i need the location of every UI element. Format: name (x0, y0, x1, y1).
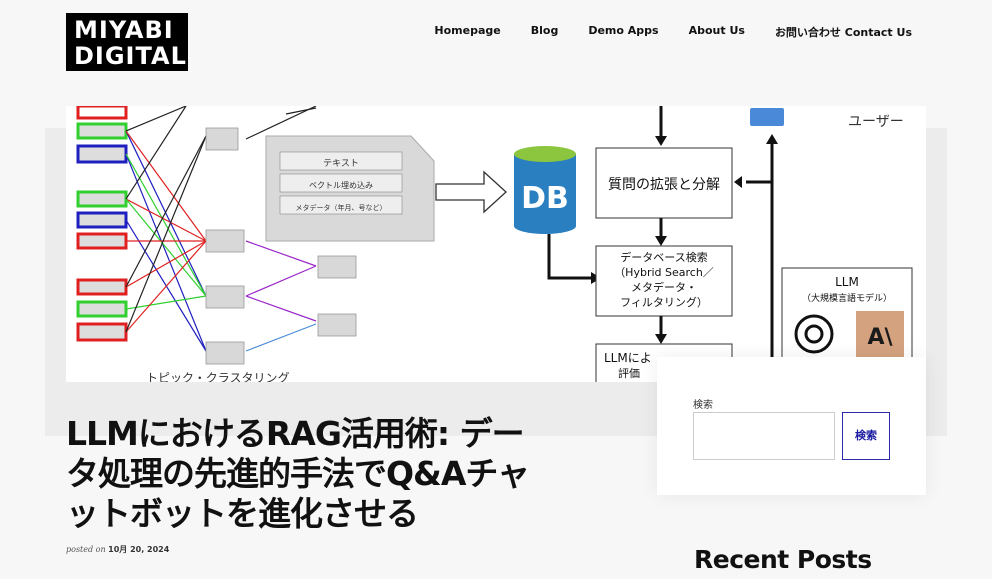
step-expand-box (595, 147, 733, 219)
recent-posts-heading: Recent Posts (694, 545, 872, 574)
step-arrow-1-head-icon (655, 236, 667, 246)
step-search-line-3: メタデータ・ (631, 280, 697, 294)
user-up-arrow-head-icon (766, 134, 778, 144)
llm-subtitle: （大規模言語モデル） (802, 292, 892, 304)
search-input[interactable] (693, 412, 835, 460)
openai-icon (794, 314, 834, 354)
site-logo[interactable]: MIYABI DIGITAL (66, 13, 188, 71)
step-expand-label: 質問の拡張と分解 (608, 177, 720, 193)
nav-contact-us[interactable]: お問い合わせ Contact Us (774, 26, 912, 39)
user-left-arrow-head-icon (734, 176, 742, 188)
nav-about-us[interactable]: About Us (688, 24, 745, 37)
document-box: テキスト ベクトル埋め込み メタデータ（年月、号など） (265, 135, 435, 242)
top-arrow-head-icon (655, 136, 667, 146)
doc-label-text: テキスト (323, 158, 359, 169)
post-meta: posted on 10月 20, 2024 (66, 544, 169, 555)
logo-line-1: MIYABI (74, 16, 174, 44)
step-eval-line-1: LLMによ (604, 351, 652, 365)
db-arrow (547, 234, 591, 280)
user-label: ユーザー (848, 114, 904, 130)
nav-blog[interactable]: Blog (530, 24, 559, 37)
post-title[interactable]: LLMにおけるRAG活用術: データ処理の先進的手法でQ&Aチャットボットを進化… (66, 414, 530, 533)
cluster-label: トピック・クラスタリング (146, 371, 290, 382)
nav-demo-apps[interactable]: Demo Apps (588, 24, 659, 37)
main-nav: Homepage Blog Demo Apps About Us お問い合わせ … (434, 24, 912, 40)
doc-label-vector: ベクトル埋め込み (309, 180, 373, 190)
featured-image[interactable]: トピック・クラスタリング テキスト ベクトル埋め込み メタデータ（年月、号など）… (66, 106, 926, 382)
step-search-line-4: フィルタリング） (620, 295, 708, 309)
search-widget: 検索 検索 (657, 357, 926, 495)
step-search-line-2: （Hybrid Search／ (614, 266, 714, 279)
clustering-lines (125, 106, 207, 352)
svg-text:A\: A\ (867, 325, 893, 350)
source-doc-stacks (76, 106, 128, 342)
database-icon: DB (514, 146, 576, 234)
step-arrow-2-head-icon (655, 334, 667, 344)
db-label: DB (521, 181, 569, 216)
arrow-to-db-icon (435, 170, 507, 214)
nav-homepage[interactable]: Homepage (434, 24, 501, 37)
search-label: 検索 (693, 400, 713, 411)
doc-label-metadata: メタデータ（年月、号など） (296, 203, 387, 212)
cluster-docs (205, 127, 357, 365)
logo-line-2: DIGITAL (74, 42, 187, 70)
anthropic-icon (856, 311, 904, 359)
step-search-box (595, 245, 733, 317)
llm-title: LLM (835, 275, 859, 289)
posted-on-label: posted on (66, 545, 106, 554)
search-button[interactable]: 検索 (842, 412, 890, 460)
site-header: MIYABI DIGITAL Homepage Blog Demo Apps A… (0, 0, 992, 80)
step-eval-line-2: 評価 (618, 366, 640, 380)
cluster-arrows (245, 106, 317, 352)
post-date[interactable]: 10月 20, 2024 (108, 545, 170, 554)
user-keyboard-icon (750, 108, 784, 126)
rag-diagram: トピック・クラスタリング テキスト ベクトル埋め込み メタデータ（年月、号など）… (76, 106, 913, 382)
step-search-line-1: データベース検索 (620, 250, 707, 264)
